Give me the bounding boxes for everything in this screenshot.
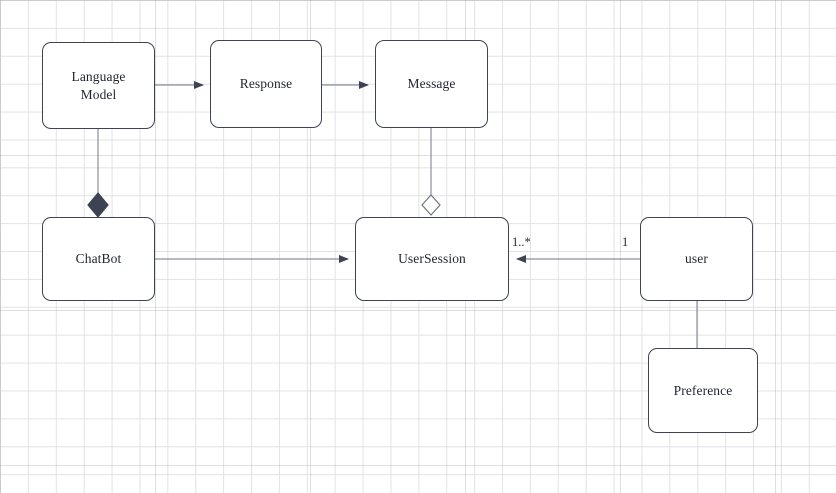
node-label: Language Model: [71, 68, 126, 102]
node-label: Preference: [673, 382, 733, 398]
aggregation-diamond-icon: [421, 194, 441, 216]
node-label: ChatBot: [75, 251, 122, 267]
node-label: UserSession: [398, 251, 466, 267]
node-label: user: [685, 251, 708, 267]
multiplicity-label-usersession-end: 1..*: [512, 235, 531, 249]
node-label: Message: [407, 76, 456, 92]
node-user[interactable]: user: [640, 217, 753, 301]
node-message[interactable]: Message: [375, 40, 488, 128]
edge-message-to-usersession: [421, 128, 441, 216]
node-response[interactable]: Response: [210, 40, 322, 128]
composition-diamond-icon: [87, 192, 109, 218]
node-usersession[interactable]: UserSession: [355, 217, 509, 301]
multiplicity-label-user-end: 1: [622, 235, 629, 249]
node-label: Response: [239, 76, 293, 92]
node-preference[interactable]: Preference: [648, 348, 758, 433]
edge-language-model-to-chatbot: [87, 129, 109, 218]
node-chatbot[interactable]: ChatBot: [42, 217, 155, 301]
node-language-model[interactable]: Language Model: [42, 42, 155, 129]
